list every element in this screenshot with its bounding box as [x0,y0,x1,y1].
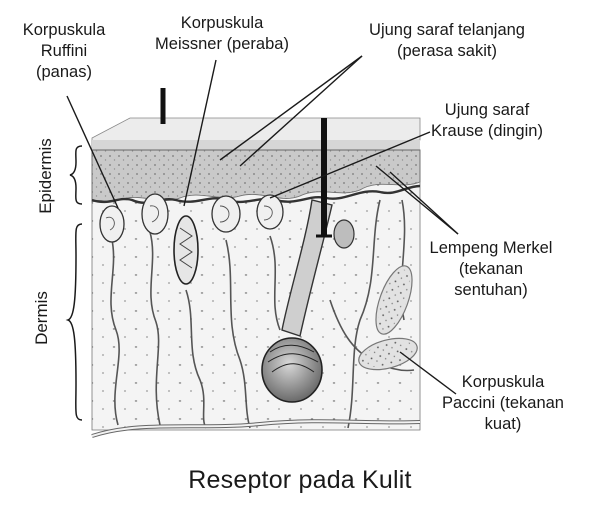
label-merkel-line3: sentuhan) [454,281,528,299]
hair-follicle [261,118,333,403]
label-merkel-line1: Lempeng Merkel [429,239,553,257]
nerve-trunk [91,419,421,438]
figure-caption: Reseptor pada Kulit [188,466,412,494]
label-paccini-line2: Paccini (tekanan [442,394,564,412]
label-ruffini: Korpuskula Ruffini (panas) [4,20,124,83]
braces [65,145,83,421]
label-meissner-line1: Korpuskula [180,14,264,32]
label-paccini-line1: Korpuskula [461,373,545,391]
label-merkel-line2: (tekanan [458,260,524,278]
label-ruffini-line3: (panas) [36,63,92,81]
dermis-label: Dermis [32,291,51,345]
label-paccini-line3: kuat) [484,415,522,433]
meissner-corpuscles [99,193,284,243]
label-meissner: Korpuskula Meissner (peraba) [143,13,301,55]
dermis-brace [65,223,83,421]
krause-bulb [333,219,355,249]
label-ujung-line1: Ujung saraf telanjang [369,21,525,39]
label-ujung-saraf-telanjang: Ujung saraf telanjang (perasa sakit) [344,20,550,62]
label-krause-line2: Krause (dingin) [431,122,543,140]
label-krause-line1: Ujung saraf [444,101,530,119]
label-paccini: Korpuskula Paccini (tekanan kuat) [438,372,568,435]
ruffini-corpuscle [173,215,199,285]
label-ujung-line2: (perasa sakit) [397,42,497,60]
label-merkel: Lempeng Merkel (tekanan sentuhan) [418,238,564,301]
label-krause: Ujung saraf Krause (dingin) [420,100,554,142]
label-ruffini-line1: Korpuskula [22,21,106,39]
skin-block [91,117,421,431]
label-ruffini-line2: Ruffini [40,42,88,60]
leader-lines [66,55,459,395]
epidermis-brace [69,145,83,205]
label-meissner-line2: Meissner (peraba) [155,35,289,53]
epidermis-label: Epidermis [36,138,55,214]
